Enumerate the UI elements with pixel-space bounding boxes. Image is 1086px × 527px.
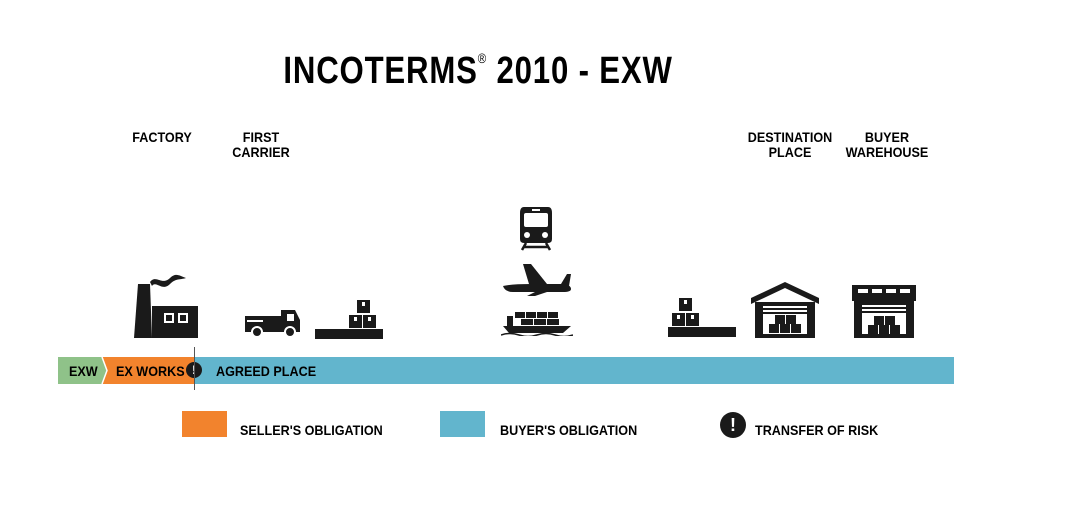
location-buyer-warehouse: BUYER WAREHOUSE — [838, 130, 937, 160]
loading-dock-icon — [315, 300, 383, 339]
truck-icon — [245, 310, 300, 338]
location-first-carrier-line2: CARRIER — [232, 144, 290, 160]
location-buyer-line2: WAREHOUSE — [845, 144, 929, 160]
legend-risk-icon: ! — [720, 412, 746, 438]
location-buyer-line1: BUYER — [864, 129, 910, 145]
ship-icon — [501, 312, 573, 336]
train-icon — [520, 207, 552, 251]
buyer-section-label: AGREED PLACE — [216, 363, 317, 379]
title-rest: 2010 - EXW — [496, 50, 673, 92]
term-code: EXW — [69, 363, 98, 379]
risk-transfer-line — [194, 347, 195, 390]
legend-risk-label: TRANSFER OF RISK — [755, 422, 879, 438]
legend-seller-label: SELLER'S OBLIGATION — [240, 422, 383, 438]
factory-icon — [134, 274, 198, 338]
location-destination-place: DESTINATION PLACE — [741, 130, 840, 160]
seller-obligation-segment — [58, 357, 194, 384]
legend-seller-swatch — [182, 411, 227, 437]
location-factory-label: FACTORY — [132, 129, 192, 145]
location-destination-line1: DESTINATION — [747, 129, 833, 145]
loading-dock-icon — [668, 298, 736, 337]
airplane-icon — [503, 264, 571, 296]
location-destination-line2: PLACE — [768, 144, 812, 160]
buyer-obligation-segment — [194, 357, 954, 384]
legend-buyer-label: BUYER'S OBLIGATION — [500, 422, 638, 438]
obligation-bar: EXW EX WORKS ! AGREED PLACE — [58, 357, 954, 384]
seller-section-label: EX WORKS — [116, 363, 185, 379]
warehouse-icon — [852, 285, 916, 338]
location-first-carrier-line1: FIRST — [242, 129, 280, 145]
page-title: INCOTERMS® 2010 - EXW — [0, 50, 956, 93]
legend-buyer-swatch — [440, 411, 485, 437]
warehouse-icon — [751, 282, 819, 338]
location-first-carrier: FIRST CARRIER — [212, 130, 311, 160]
registered-mark: ® — [477, 50, 488, 67]
title-main: INCOTERMS — [283, 50, 478, 92]
location-factory: FACTORY — [113, 130, 212, 145]
